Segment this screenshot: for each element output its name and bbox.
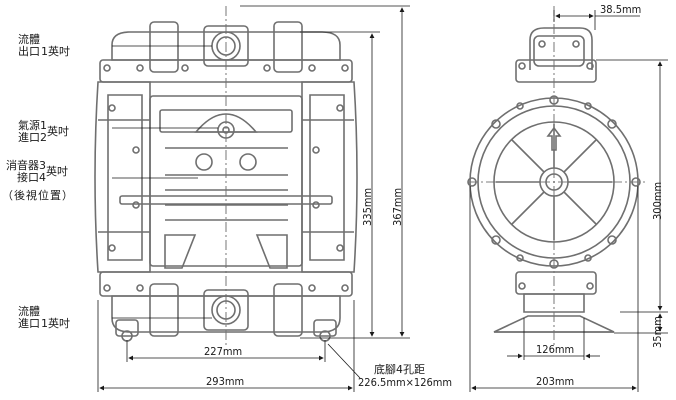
side-dimension-lines [469,10,668,392]
dim-foot-height: 35mm [651,316,664,348]
dim-width-outer: 293mm [206,375,245,388]
muffler-label-line1-text: 消音器 [6,159,39,172]
side-view [467,6,645,345]
inlet-label-line2: 進口1英吋 [18,318,70,330]
foot-spacing-label: 底腳4孔距 [374,363,425,376]
muffler-label-sub2: 4 [39,171,46,184]
air-label-line1-text: 氣源 [18,119,40,132]
dim-height-outer: 367mm [391,187,404,226]
outlet-size: 1英吋 [41,45,70,58]
dim-width-inner: 227mm [204,345,243,358]
muffler-size: 英吋 [46,165,68,178]
muffler-label-sub1: 3 [39,159,46,172]
muffler-label-line2-text: 接口 [17,171,39,184]
outlet-label-line2: 出口1英吋 [18,46,70,58]
inlet-label-line1: 流體 [18,305,40,318]
dim-center-height: 300mm [651,181,664,220]
outlet-label-line1: 流體 [18,33,40,46]
muffler-label: 消音器3英吋 接口4 [6,160,68,184]
air-label-sub1: 1 [40,119,47,132]
air-size: 英吋 [47,125,69,138]
air-label-line2: 進口2 [18,132,69,144]
inlet-manifold [99,271,353,342]
left-chamber [94,81,151,273]
air-inlet-label: 氣源1英吋 進口2 [18,120,69,144]
center-body [119,95,333,269]
front-dimension-lines [97,5,410,392]
inlet-size: 1英吋 [41,317,70,330]
inlet-label-line2-text: 進口 [18,317,40,330]
muffler-label-line1: 消音器3英吋 [6,159,68,178]
air-label-sub2: 2 [40,131,47,144]
right-chamber [301,81,358,273]
outlet-label: 流體 出口1英吋 [18,34,70,58]
dim-height-inner: 335mm [361,187,374,226]
dim-total-width: 203mm [536,375,575,388]
air-label-line2-text: 進口 [18,131,40,144]
dim-top-offset: 38.5mm [600,3,642,16]
rear-view-note: （後視位置） [2,189,74,202]
dim-foot-span: 126mm [536,343,575,356]
front-view [94,6,358,345]
muffler-label-line2: 接口4 [6,172,68,184]
inlet-label: 流體 進口1英吋 [18,306,70,330]
foot-spacing-value: 226.5mm×126mm [358,376,453,389]
air-label-line1: 氣源1英吋 [18,119,69,138]
outlet-label-line2-text: 出口 [18,45,40,58]
